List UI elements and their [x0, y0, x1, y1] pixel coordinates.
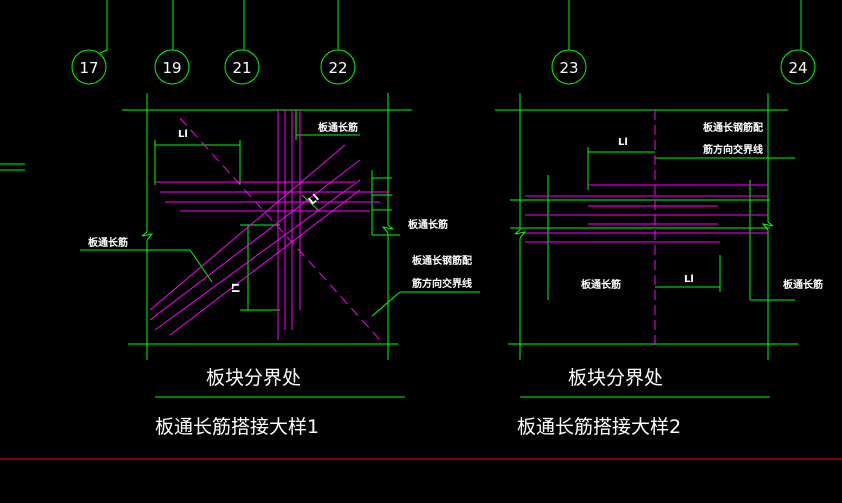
- detail-1-frame: [80, 93, 480, 398]
- axis-bubble: [71, 49, 107, 85]
- lap-length-label: Ll: [229, 283, 240, 293]
- detail-title: 板通长筋搭接大样1: [155, 416, 319, 438]
- axis-label: 23: [559, 59, 578, 77]
- rebar-note: 板通长筋: [783, 278, 823, 291]
- rebar-note: 板通长筋: [88, 236, 128, 249]
- axis-label: 19: [162, 59, 181, 77]
- detail-title: 板通长筋搭接大样2: [517, 416, 681, 438]
- lap-length-label: Ll: [307, 193, 322, 208]
- axis-label: 22: [328, 59, 347, 77]
- boundary-caption: 板块分界处: [568, 367, 663, 389]
- lap-length-label: Ll: [178, 129, 188, 140]
- axis-label: 17: [79, 59, 98, 77]
- axis-label: 21: [232, 59, 251, 77]
- axis-bubble: [224, 49, 260, 85]
- detail-2-labels: Ll Ll 板通长钢筋配 筋方向交界线 板通长筋 板通长筋 板块分界处 板通长筋…: [517, 121, 823, 438]
- axis-label: 24: [788, 59, 807, 77]
- detail-2-frame: [495, 93, 798, 398]
- boundary-note: 筋方向交界线: [702, 143, 763, 156]
- boundary-note: 筋方向交界线: [411, 277, 472, 290]
- axis-grid: [0, 0, 816, 171]
- lap-length-label: Ll: [618, 137, 628, 148]
- axis-bubble: [551, 49, 587, 85]
- detail-2-rebar: [525, 110, 768, 350]
- detail-1-rebar: [149, 110, 390, 341]
- rebar-note: 板通长筋: [408, 218, 448, 231]
- axis-bubble: [320, 49, 356, 85]
- detail-1-labels: Ll Ll Ll 板通长筋 板通长筋 板通长筋 板通长钢筋配 筋方向交界线 板块…: [88, 121, 472, 438]
- axis-labels: 17 19 21 22 23 24: [79, 59, 807, 77]
- axis-bubble: [154, 49, 190, 85]
- axis-bubble: [780, 49, 816, 85]
- rebar-note: 板通长筋: [581, 278, 621, 291]
- boundary-note: 板通长钢筋配: [412, 254, 472, 267]
- boundary-note: 板通长钢筋配: [703, 121, 763, 134]
- rebar-note: 板通长筋: [318, 121, 358, 134]
- lap-length-label: Ll: [684, 274, 694, 285]
- boundary-caption: 板块分界处: [206, 367, 301, 389]
